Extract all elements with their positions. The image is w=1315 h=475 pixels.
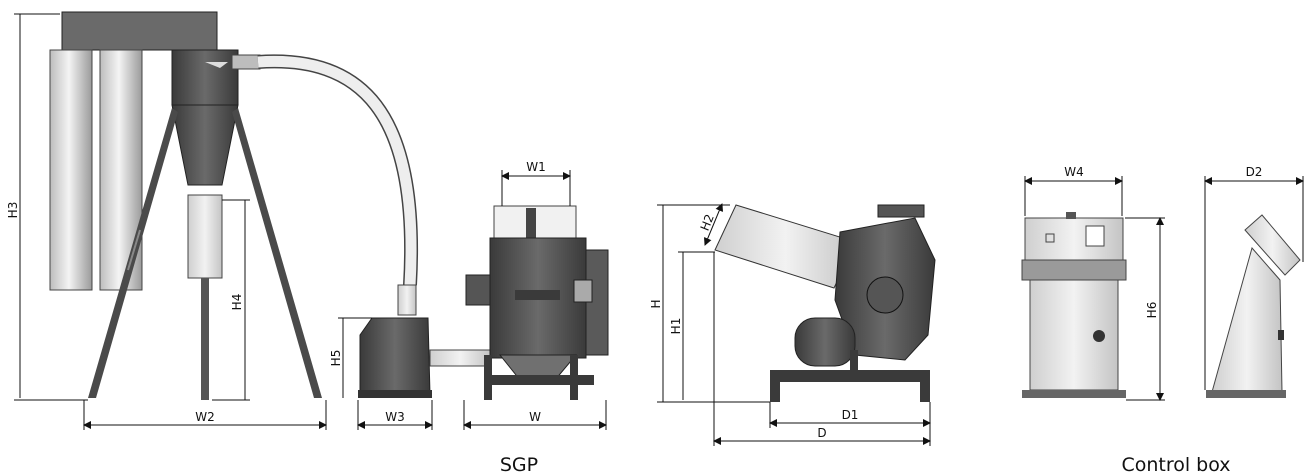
control-box-front bbox=[1021, 212, 1127, 398]
dim-h: H bbox=[649, 299, 663, 308]
dim-w2: W2 bbox=[195, 410, 215, 424]
conveying-hose bbox=[257, 54, 419, 286]
dim-h6: H6 bbox=[1145, 302, 1159, 319]
dim-w: W bbox=[529, 410, 541, 424]
sgp-granulator bbox=[465, 205, 609, 400]
dim-w1: W1 bbox=[526, 160, 546, 174]
control-box-side bbox=[1206, 214, 1301, 398]
dim-h1: H1 bbox=[669, 318, 683, 335]
cyclone-filter-unit bbox=[49, 11, 322, 400]
dim-h4: H4 bbox=[230, 294, 244, 311]
dim-w3: W3 bbox=[385, 410, 405, 424]
dim-d1: D1 bbox=[842, 408, 859, 422]
dim-h5: H5 bbox=[329, 350, 343, 367]
dim-h2: H2 bbox=[698, 212, 717, 233]
caption-control-box: Control box bbox=[1121, 454, 1230, 475]
granulator-machine bbox=[714, 204, 936, 402]
dim-w4: W4 bbox=[1064, 165, 1084, 179]
dim-h3: H3 bbox=[6, 202, 20, 219]
dim-d: D bbox=[817, 426, 826, 440]
caption-sgp: SGP bbox=[500, 454, 538, 475]
dim-d2: D2 bbox=[1246, 165, 1263, 179]
